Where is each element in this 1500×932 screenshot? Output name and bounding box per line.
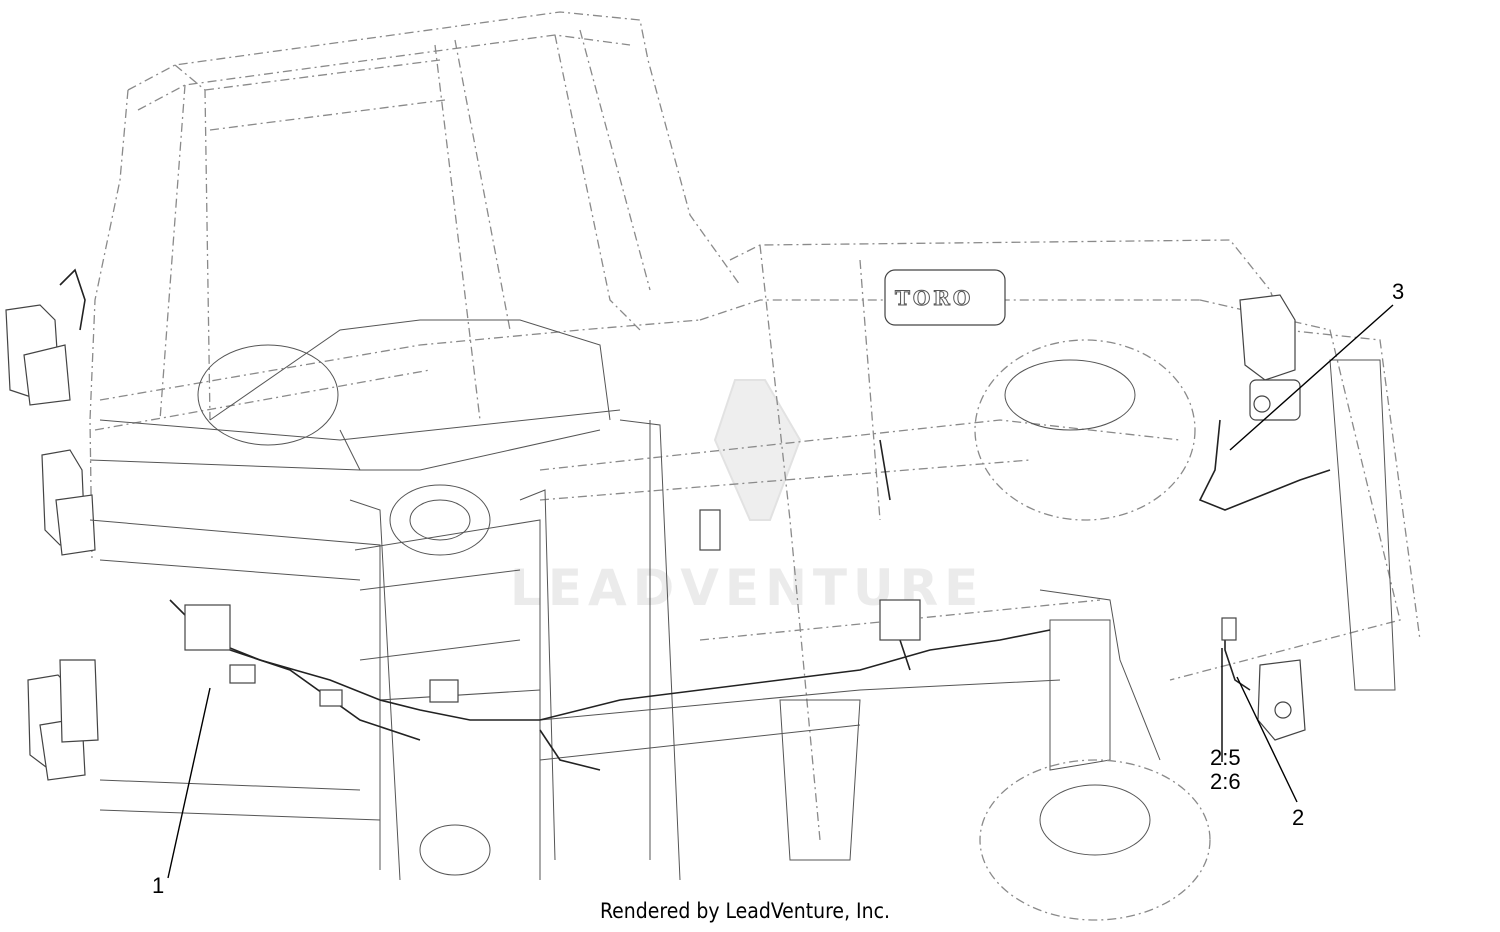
reference-2-6: 2:6 xyxy=(1210,769,1241,794)
render-credit: Rendered by LeadVenture, Inc. xyxy=(600,899,890,923)
roll-cage xyxy=(89,11,741,561)
callout-3-leader xyxy=(1229,304,1394,451)
dashboard xyxy=(89,319,621,471)
front-lights xyxy=(5,304,99,781)
wiring-harness xyxy=(59,268,1331,771)
chassis-frame xyxy=(89,419,1161,881)
callout-3-label: 3 xyxy=(1392,279,1404,304)
reference-2-5: 2:5 xyxy=(1210,745,1241,770)
toro-logo: TORO xyxy=(895,286,973,310)
callout-2-leader xyxy=(1236,676,1298,803)
toro-logo-plate xyxy=(884,269,1006,326)
callout-1-label: 1 xyxy=(152,873,164,898)
cargo-bed: TORO xyxy=(539,239,1421,841)
callout-1-leader xyxy=(167,687,211,879)
wheels xyxy=(974,339,1211,921)
rear-lights xyxy=(1239,294,1396,741)
watermark: LEADVENTURE xyxy=(510,379,978,617)
callout-2-label: 2 xyxy=(1292,805,1304,830)
callouts: 1 2 3 2:5 2:6 xyxy=(152,279,1404,898)
